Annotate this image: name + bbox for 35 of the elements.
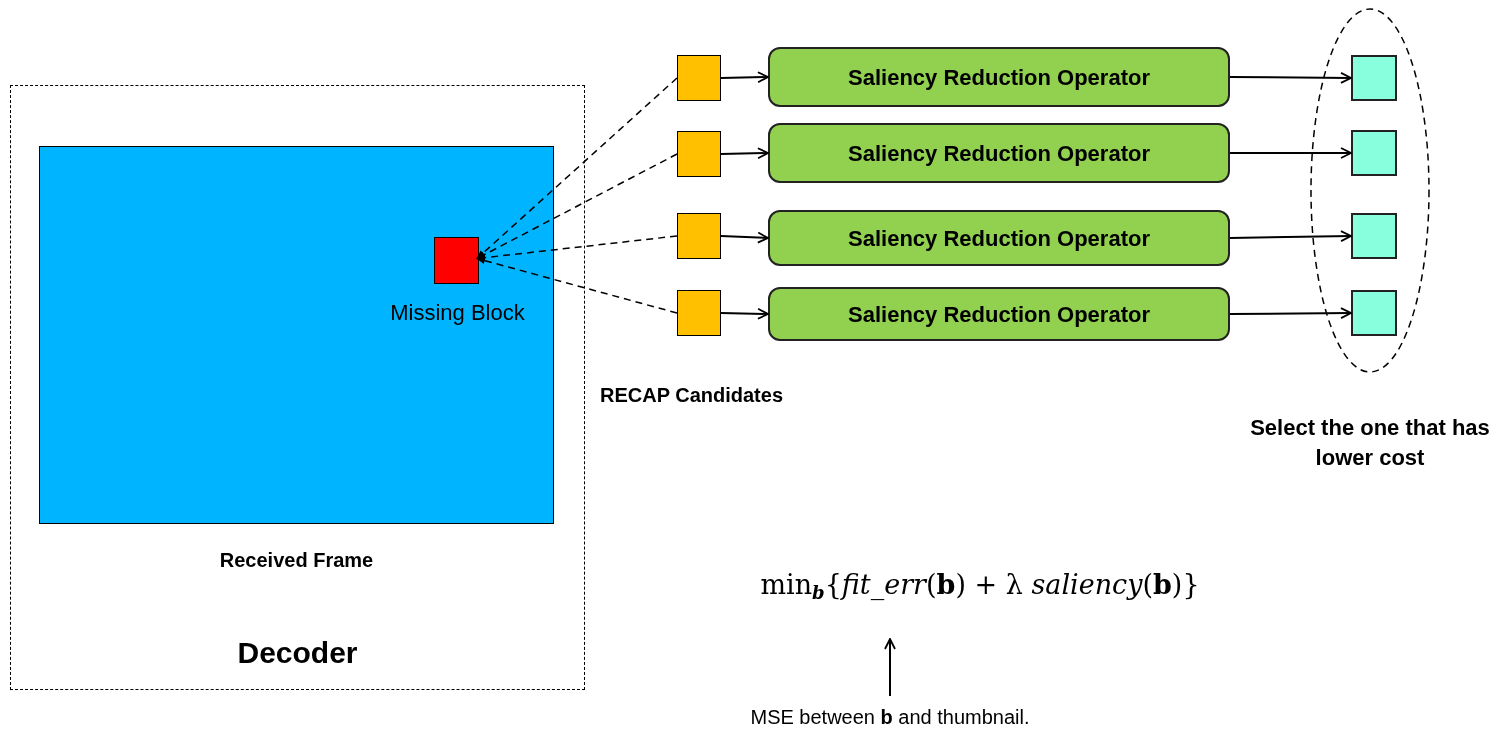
arrow bbox=[720, 231, 769, 244]
arrow bbox=[884, 638, 896, 697]
operator-box bbox=[768, 287, 1230, 341]
node-label: Received Frame bbox=[218, 548, 375, 573]
candidate-square bbox=[677, 213, 721, 259]
candidate-square bbox=[1351, 55, 1397, 101]
node-label: Missing Block bbox=[389, 299, 526, 327]
operator-box bbox=[768, 123, 1230, 183]
candidate-square bbox=[1351, 290, 1397, 336]
arrow bbox=[720, 71, 769, 84]
decoder-region bbox=[10, 85, 585, 690]
arrow bbox=[1229, 307, 1352, 319]
operator-box bbox=[768, 47, 1230, 107]
dashed-arrow bbox=[476, 153, 678, 260]
operator-label: Saliency Reduction Operator bbox=[848, 63, 1150, 92]
arrow bbox=[1229, 72, 1352, 84]
node-label: Select the one that has lower cost bbox=[1249, 414, 1491, 472]
arrow bbox=[1229, 147, 1352, 159]
operator-box bbox=[768, 210, 1230, 266]
dashed-arrow bbox=[476, 257, 678, 314]
candidate-square bbox=[677, 131, 721, 177]
cost-formula: min$_{b}${fit_err(b) + λ saliency(b)} bbox=[760, 568, 1200, 605]
caption: RECAP Candidates bbox=[600, 383, 783, 408]
region-title: Decoder bbox=[236, 635, 359, 671]
candidate-square bbox=[1351, 213, 1397, 259]
operator-label: Saliency Reduction Operator bbox=[848, 139, 1150, 168]
operator-label: Saliency Reduction Operator bbox=[848, 224, 1150, 253]
arrow bbox=[720, 147, 769, 160]
candidate-square bbox=[677, 55, 721, 101]
arrow bbox=[720, 307, 769, 320]
candidate-square bbox=[1351, 130, 1397, 176]
operator-label: Saliency Reduction Operator bbox=[848, 300, 1150, 329]
arrow bbox=[1229, 230, 1352, 243]
note-text: MSE between b and thumbnail. bbox=[750, 705, 1030, 730]
candidate-square bbox=[677, 290, 721, 336]
